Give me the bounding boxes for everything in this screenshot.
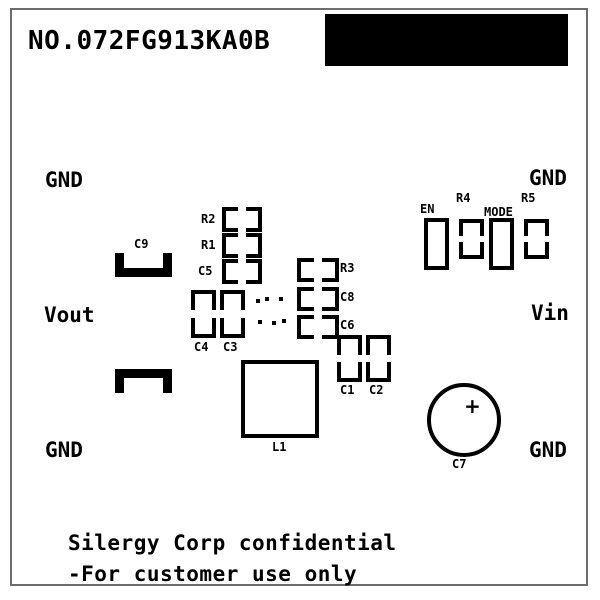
label-black-bar <box>325 14 568 66</box>
footer-confidential-line: Silergy Corp confidential <box>68 531 397 555</box>
component-outline-c7 <box>427 383 501 457</box>
polarity-plus-icon: + <box>464 394 481 418</box>
refdes-c9: C9 <box>134 237 149 251</box>
component-pad-c6-b <box>322 315 339 339</box>
component-pad-c8-b <box>322 287 339 311</box>
component-pad-mode-header <box>489 218 514 270</box>
refdes-mode: MODE <box>484 205 513 219</box>
component-pad-gnd-terminal <box>115 369 172 393</box>
component-pad-c5-b <box>246 259 262 284</box>
refdes-en: EN <box>420 202 435 216</box>
ic-pin-dot <box>282 319 286 323</box>
component-pad-c1-b <box>337 362 362 382</box>
ic-pin-dot <box>279 297 283 301</box>
component-pad-r5-b <box>524 242 549 259</box>
rail-label-gnd-bottom-right: GND <box>529 438 567 462</box>
component-pad-c2-a <box>366 335 391 355</box>
board-outline <box>10 8 588 586</box>
refdes-c2: C2 <box>369 383 384 397</box>
component-pad-r5-a <box>524 219 549 236</box>
refdes-c8: C8 <box>340 290 355 304</box>
component-pad-c4-b <box>191 318 216 338</box>
component-pad-r4-b <box>459 242 484 259</box>
component-pad-r2-b <box>246 207 262 232</box>
rail-label-gnd-bottom-left: GND <box>45 438 83 462</box>
footer-customer-use-line: -For customer use only <box>68 562 358 586</box>
refdes-c4: C4 <box>194 340 209 354</box>
refdes-c6: C6 <box>340 318 355 332</box>
rail-label-gnd-top-left: GND <box>45 168 83 192</box>
component-pad-r2-a <box>222 207 238 232</box>
component-pad-r3-b <box>322 258 339 282</box>
ic-pin-dot <box>265 297 269 301</box>
refdes-l1: L1 <box>272 440 287 454</box>
refdes-c3: C3 <box>223 340 238 354</box>
ic-pin-dot <box>256 299 260 303</box>
rail-label-vout: Vout <box>44 303 95 327</box>
component-pad-en-header <box>424 218 449 270</box>
ic-pin-dot <box>258 320 262 324</box>
rail-label-gnd-top-right: GND <box>529 166 567 190</box>
refdes-c7: C7 <box>452 457 467 471</box>
component-pad-r1-b <box>246 233 262 258</box>
component-pad-c2-b <box>366 362 391 382</box>
rail-label-vin: Vin <box>531 301 569 325</box>
refdes-r4: R4 <box>456 191 471 205</box>
component-pad-c4-a <box>191 290 216 310</box>
component-pad-c3-a <box>220 290 245 310</box>
refdes-c1: C1 <box>340 383 355 397</box>
refdes-r2: R2 <box>201 212 216 226</box>
refdes-r1: R1 <box>201 238 216 252</box>
component-pad-c3-b <box>220 318 245 338</box>
component-pad-r1-a <box>222 233 238 258</box>
component-pad-c1-a <box>337 335 362 355</box>
refdes-c5: C5 <box>198 264 213 278</box>
component-pad-c5-a <box>222 259 238 284</box>
ic-pin-dot <box>272 321 276 325</box>
board-part-number: NO.072FG913KA0B <box>28 26 271 56</box>
component-outline-l1 <box>241 360 319 438</box>
refdes-r5: R5 <box>521 191 536 205</box>
component-pad-r3-a <box>297 258 314 282</box>
component-pad-c6-a <box>297 315 314 339</box>
component-pad-c9 <box>115 253 172 277</box>
component-pad-c8-a <box>297 287 314 311</box>
component-pad-r4-a <box>459 219 484 236</box>
refdes-r3: R3 <box>340 261 355 275</box>
